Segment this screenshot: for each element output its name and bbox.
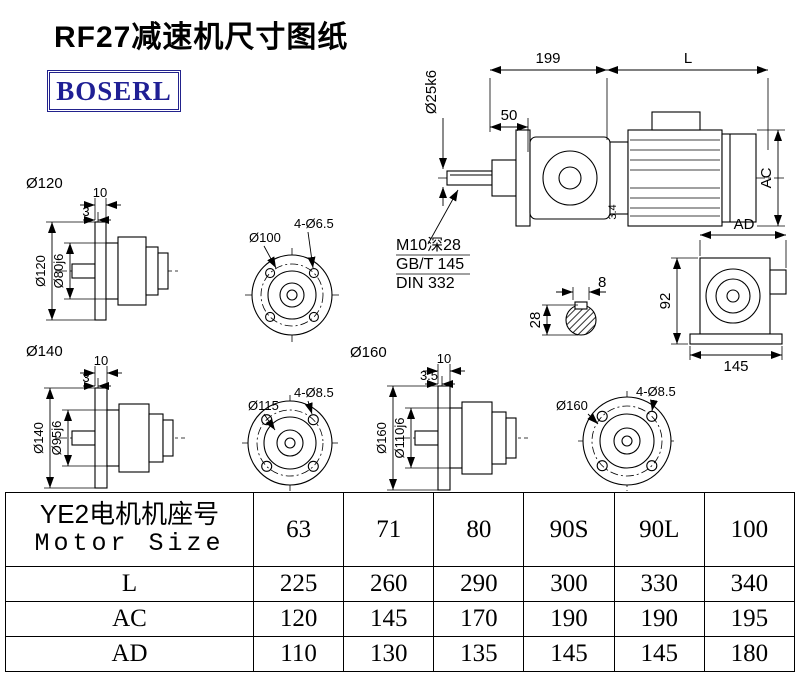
f160-dim-od: Ø160 [374, 422, 389, 454]
table-cell: 110 [252, 636, 345, 672]
table-cell: 130 [343, 636, 435, 672]
row-label-AC: AC [5, 601, 254, 637]
dim-145-label: 145 [723, 358, 748, 375]
dim-28-label: 28 [527, 312, 544, 329]
f140-dim-holes: 4-Ø8.5 [294, 385, 334, 400]
f120-dim-bolt: Ø100 [249, 230, 281, 245]
main-assembly-drawing: 199 L 50 Ø25k6 AC 3.4 M10深28 GB/T 145 DI… [396, 50, 785, 292]
dim-AD-label: AD [734, 216, 755, 233]
table-header-motor-size: YE2电机机座号 Motor Size [5, 492, 254, 567]
f160-dim-holes: 4-Ø8.5 [636, 384, 676, 399]
flange-120-group: Ø120 10 3 Ø120 [26, 175, 339, 342]
f140-dim-od: Ø140 [31, 422, 46, 454]
f120-dim-hub: Ø80j6 [51, 254, 66, 289]
f160-dim-35: 3.5 [420, 368, 438, 383]
page-title: RF27减速机尺寸图纸 [54, 21, 349, 54]
dim-AC-label: AC [758, 167, 775, 188]
table-cell: 120 [252, 601, 345, 637]
table-cell: 145 [523, 636, 615, 672]
note-gb: GB/T 145 [396, 256, 464, 273]
table-cell: 135 [433, 636, 525, 672]
table-col-63: 63 [252, 492, 345, 567]
f160-dim-hub: Ø110j6 [392, 418, 407, 459]
f140-dim-bolt: Ø115 [248, 398, 279, 413]
flange-140-label: Ø140 [26, 343, 63, 360]
table-cell: 195 [703, 601, 796, 637]
table-cell: 170 [433, 601, 525, 637]
table-cell: 225 [252, 566, 345, 602]
shaft-section-detail: 8 28 [527, 274, 606, 336]
table-row-AC: AC 120 145 170 190 190 195 [5, 601, 796, 637]
table-cell: 260 [343, 566, 435, 602]
dim-199-label: 199 [535, 50, 560, 67]
note-din: DIN 332 [396, 275, 455, 292]
table-cell: 190 [523, 601, 615, 637]
header-en: Motor Size [34, 529, 225, 559]
table-row-AD: AD 110 130 135 145 145 180 [5, 636, 796, 672]
table-col-90l: 90L [613, 492, 705, 567]
f120-dim-od: Ø120 [33, 255, 48, 287]
table-cell: 190 [613, 601, 705, 637]
flange-140-group: Ø140 10 3 Ø140 [26, 343, 338, 491]
dim-50-label: 50 [501, 107, 518, 124]
flange-120-label: Ø120 [26, 175, 63, 192]
flange-160-label: Ø160 [350, 344, 387, 361]
drawing-canvas: 199 L 50 Ø25k6 AC 3.4 M10深28 GB/T 145 DI… [26, 50, 787, 491]
dim-shaft-label: Ø25k6 [423, 70, 440, 114]
table-cell: 145 [613, 636, 705, 672]
table-col-71: 71 [343, 492, 435, 567]
brand-logo: BOSERL [47, 70, 181, 112]
dimension-table: YE2电机机座号 Motor Size 63 71 80 90S 90L 100… [5, 492, 796, 672]
table-header-row: YE2电机机座号 Motor Size 63 71 80 90S 90L 100 [5, 492, 796, 567]
f160-dim-10: 10 [437, 351, 451, 366]
table-col-90s: 90S [523, 492, 615, 567]
table-row-L: L 225 260 290 300 330 340 [5, 566, 796, 602]
table-cell: 290 [433, 566, 525, 602]
table-cell: 145 [343, 601, 435, 637]
table-col-80: 80 [433, 492, 525, 567]
dim-8-label: 8 [598, 274, 606, 291]
f160-dim-front: Ø160 [556, 398, 588, 413]
f140-dim-3: 3 [82, 370, 89, 385]
table-cell: 330 [613, 566, 705, 602]
header-cn: YE2电机机座号 [39, 499, 220, 530]
row-label-AD: AD [5, 636, 254, 672]
note-thread: M10深28 [396, 236, 461, 254]
f140-dim-hub: Ø95j6 [49, 421, 64, 456]
f120-dim-10: 10 [93, 185, 107, 200]
dim-34-label: 3.4 [607, 204, 619, 219]
row-label-L: L [5, 566, 254, 602]
motor-end-view: AD 92 145 [657, 216, 787, 375]
dim-L-label: L [684, 50, 692, 67]
table-col-100: 100 [703, 492, 796, 567]
f120-dim-3: 3 [82, 204, 89, 219]
table-cell: 340 [703, 566, 796, 602]
table-cell: 180 [703, 636, 796, 672]
dim-92-label: 92 [657, 293, 674, 310]
f140-dim-10: 10 [94, 353, 108, 368]
brand-logo-text: BOSERL [56, 75, 172, 106]
table-cell: 300 [523, 566, 615, 602]
f120-dim-holes: 4-Ø6.5 [294, 216, 334, 231]
flange-160-group: Ø160 10 3.5 Ø160 [350, 344, 676, 491]
